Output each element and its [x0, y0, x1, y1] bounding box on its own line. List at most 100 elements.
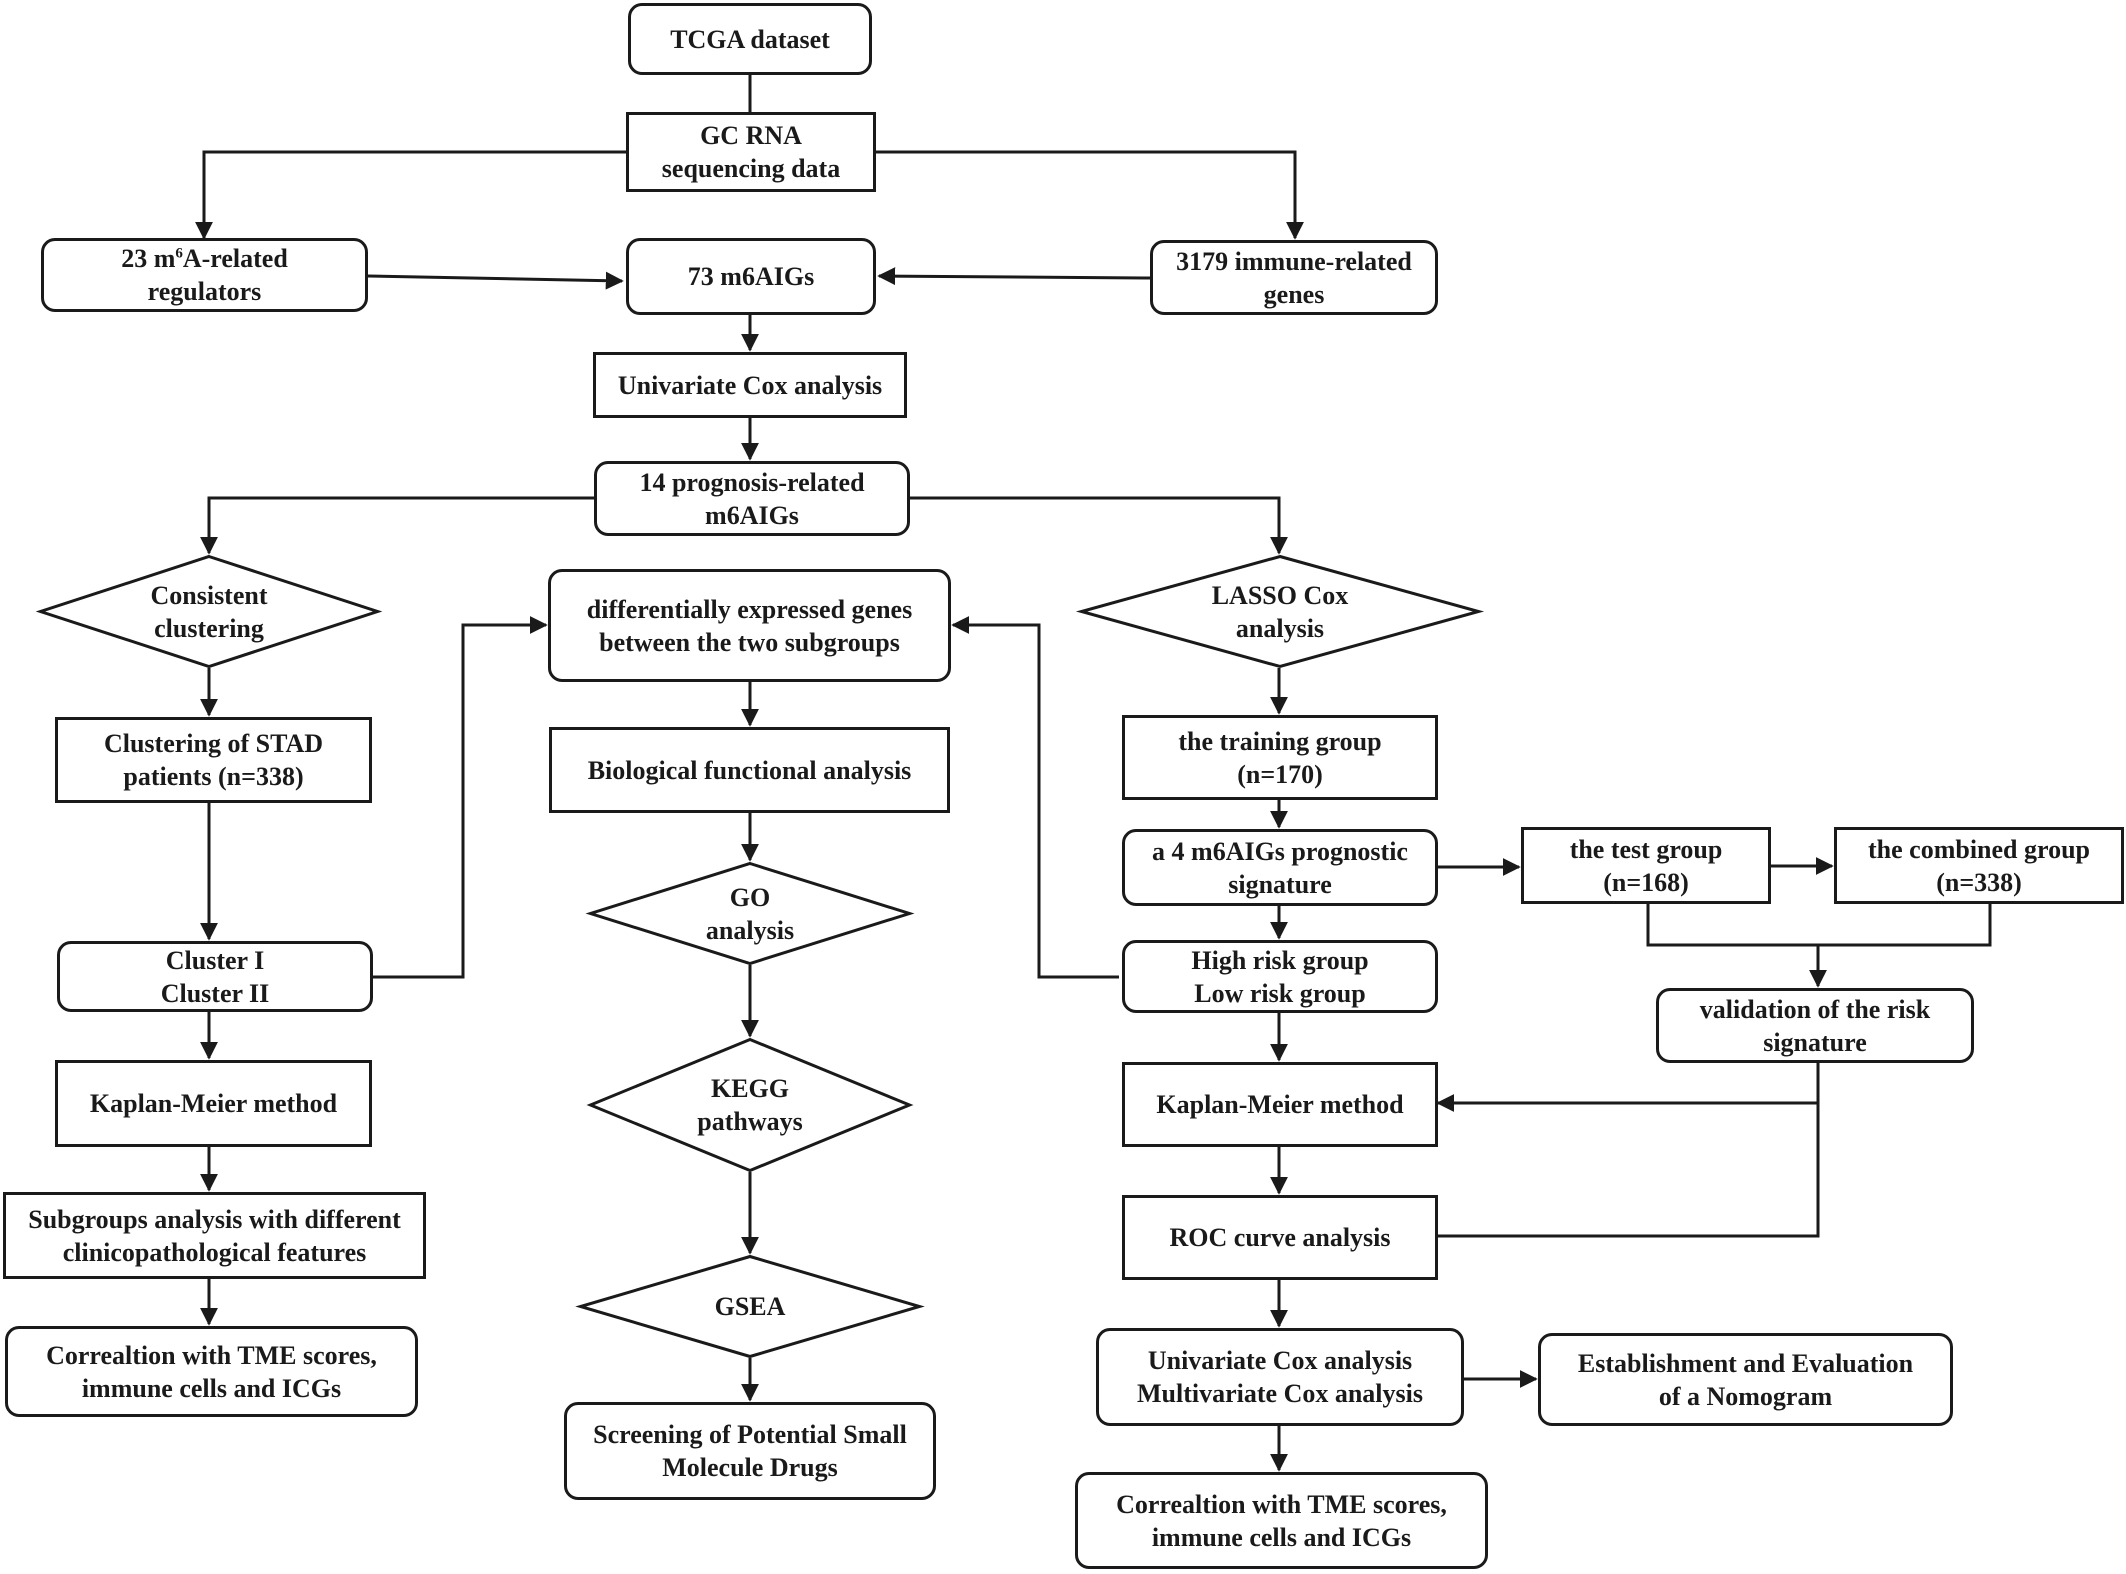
lasso-cox-diamond — [1075, 554, 1485, 669]
m6a-regulators-label-line2: regulators — [147, 277, 262, 306]
combined-group-label-line1: the combined group — [1868, 834, 2090, 864]
biological-functional-node: Biological functional analysis — [549, 727, 950, 813]
consistent-clustering-label-line2: clustering — [154, 613, 264, 643]
deg-label-line1: differentially expressed genes — [586, 594, 913, 624]
clustering-stad-label-line1: Clustering of STAD — [103, 729, 324, 758]
nomogram-label-line2: of a Nomogram — [1658, 1381, 1833, 1411]
roc-node: ROC curve analysis — [1122, 1195, 1438, 1280]
training-group-label-line2: (n=170) — [1237, 759, 1323, 789]
km-right-node: Kaplan-Meier method — [1122, 1062, 1438, 1147]
validation-label-line1: validation of the risk — [1699, 994, 1931, 1024]
m6a-regulators-label-part2: A-related — [182, 244, 288, 273]
correlation-right-label-line2: immune cells and ICGs — [1151, 1522, 1412, 1552]
univariate-cox-node: Univariate Cox analysis — [593, 352, 907, 418]
consistent-clustering-diamond — [35, 554, 383, 669]
m6aigs-73-label: 73 m6AIGs — [687, 262, 815, 291]
edge-gc-rna-to-immune-genes — [876, 150, 1304, 240]
gc-rna-seq-node: GC RNA sequencing data — [626, 112, 876, 192]
clusters-label-line2: Cluster II — [160, 978, 270, 1008]
combined-group-label-line2: (n=338) — [1936, 867, 2022, 897]
edge-m6a-regulators-to-73-m6aigs — [367, 271, 624, 290]
training-group-label-line1: the training group — [1178, 726, 1382, 756]
signature-label-line1: a 4 m6AIGs prognostic — [1152, 836, 1408, 866]
biological-functional-label: Biological functional analysis — [587, 755, 912, 785]
drugs-label-line1: Screening of Potential Small — [593, 1420, 907, 1449]
kegg-pathways-diamond — [586, 1037, 914, 1173]
correlation-right-label-line1: Correaltion with TME scores, — [1116, 1489, 1447, 1519]
clustering-stad-node: Clustering of STAD patients (n=338) — [55, 717, 372, 803]
go-analysis-label-line1: GO — [729, 882, 771, 912]
prognosis-14-label-line1: 14 prognosis-related — [639, 467, 865, 497]
test-group-label-line2: (n=168) — [1603, 867, 1689, 897]
gc-rna-seq-label-line2: sequencing data — [661, 154, 841, 183]
deg-label-line2: between the two subgroups — [599, 627, 900, 657]
uni-multi-cox-label-line2: Multivariate Cox analysis — [1137, 1379, 1423, 1408]
go-analysis-label-line2: analysis — [705, 915, 795, 945]
edge-risk-groups-to-deg — [951, 616, 1119, 979]
test-group-node: the test group(n=168) — [1521, 827, 1771, 904]
gsea-label: GSEA — [714, 1292, 786, 1321]
tcga-dataset-label: TCGA dataset — [670, 24, 830, 54]
signature-label-line2: signature — [1228, 869, 1332, 899]
consistent-clustering-label-line1: Consistent — [150, 580, 268, 610]
go-analysis-diamond — [585, 861, 915, 966]
uni-multi-cox-label-line1: Univariate Cox analysis — [1147, 1346, 1413, 1375]
edge-14-prognosis-to-lasso — [910, 496, 1288, 555]
gc-rna-seq-label-line1: GC RNA — [700, 121, 802, 150]
immune-genes-label-line2: genes — [1263, 279, 1325, 309]
subgroups-analysis-label-line2: clinicopathological features — [62, 1237, 367, 1267]
risk-groups-label-line2: Low risk group — [1194, 978, 1366, 1008]
test-group-label-line1: the test group — [1569, 834, 1723, 864]
correlation-left-node: Correaltion with TME scores,immune cells… — [5, 1326, 418, 1417]
gsea-node: GSEA — [575, 1254, 925, 1359]
edge-test-combined-to-validation — [1646, 904, 1992, 986]
training-group-node: the training group(n=170) — [1122, 715, 1438, 800]
kegg-pathways-label-line2: pathways — [697, 1107, 803, 1136]
m6aigs-73-node: 73 m6AIGs — [626, 238, 876, 315]
clusters-label-line1: Cluster I — [165, 945, 265, 975]
lasso-cox-label-line2: analysis — [1235, 613, 1325, 643]
km-right-label: Kaplan-Meier method — [1156, 1090, 1404, 1119]
tcga-dataset-node: TCGA dataset — [628, 3, 872, 75]
edge-validation-to-km-right — [1438, 1063, 1820, 1238]
gsea-diamond — [575, 1254, 925, 1359]
roc-label: ROC curve analysis — [1169, 1223, 1391, 1252]
drugs-label-line2: Molecule Drugs — [662, 1453, 838, 1482]
validation-label-line2: signature — [1763, 1027, 1867, 1057]
risk-groups-label-line1: High risk group — [1191, 945, 1369, 975]
edge-14-prognosis-to-consistent — [200, 496, 594, 555]
km-left-node: Kaplan-Meier method — [55, 1060, 372, 1147]
nomogram-label-line1: Establishment and Evaluation — [1577, 1348, 1914, 1378]
immune-genes-label-line1: 3179 immune-related — [1176, 246, 1412, 276]
prognosis-14-label-line2: m6AIGs — [705, 500, 799, 530]
subgroups-analysis-label-line1: Subgroups analysis with different — [28, 1204, 401, 1234]
combined-group-node: the combined group(n=338) — [1834, 827, 2124, 904]
m6a-regulators-label-part1: 23 m — [121, 244, 176, 273]
lasso-cox-label-line1: LASSO Cox — [1211, 580, 1349, 610]
km-left-label: Kaplan-Meier method — [89, 1089, 338, 1118]
edge-gc-rna-to-m6a-regulators — [195, 150, 626, 240]
correlation-left-label-line2: immune cells and ICGs — [81, 1373, 342, 1403]
clustering-stad-label-line2: patients (n=338) — [123, 762, 304, 791]
univariate-cox-label: Univariate Cox analysis — [617, 370, 883, 400]
correlation-right-node: Correaltion with TME scores,immune cells… — [1075, 1472, 1488, 1569]
correlation-left-label-line1: Correaltion with TME scores, — [46, 1340, 377, 1370]
